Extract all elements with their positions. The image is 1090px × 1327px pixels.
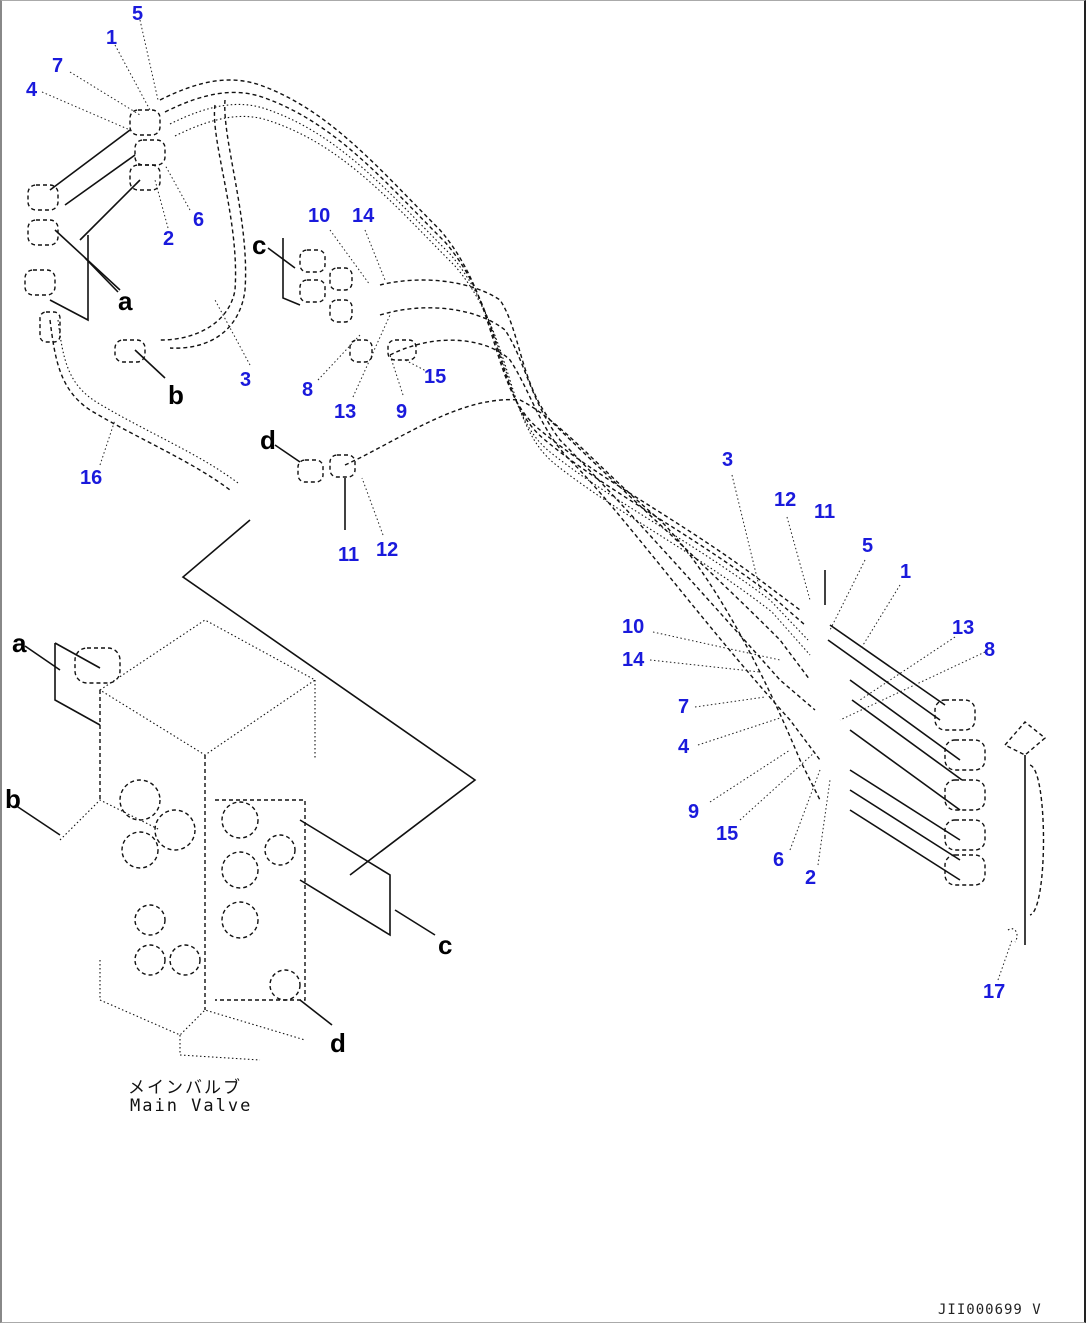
hose-bundle bbox=[159, 79, 821, 801]
main-valve bbox=[54, 619, 391, 1061]
ref-d-valve: d bbox=[330, 1028, 346, 1058]
hose-16 bbox=[49, 319, 231, 491]
callout-2[interactable]: 2 bbox=[163, 228, 175, 250]
callout-14-right[interactable]: 14 bbox=[622, 649, 645, 671]
callout-11[interactable]: 11 bbox=[338, 544, 360, 566]
ref-b-top: b bbox=[168, 380, 184, 410]
callout-15[interactable]: 15 bbox=[424, 366, 447, 388]
callout-7-right[interactable]: 7 bbox=[678, 696, 690, 718]
callout-13[interactable]: 13 bbox=[334, 401, 357, 423]
callout-5-right[interactable]: 5 bbox=[862, 535, 874, 557]
callout-10[interactable]: 10 bbox=[308, 205, 331, 227]
reference-arrows bbox=[14, 247, 436, 1026]
ref-c-top: c bbox=[252, 230, 267, 260]
callout-13-right[interactable]: 13 bbox=[952, 617, 975, 639]
right-hose-ends bbox=[824, 570, 986, 886]
callout-15-right[interactable]: 15 bbox=[716, 823, 739, 845]
callout-3-right[interactable]: 3 bbox=[722, 449, 734, 471]
callout-8-right[interactable]: 8 bbox=[984, 639, 996, 661]
callout-6[interactable]: 6 bbox=[193, 209, 205, 231]
callout-1[interactable]: 1 bbox=[106, 27, 118, 49]
callout-6-right[interactable]: 6 bbox=[773, 849, 785, 871]
hose-3-outline bbox=[169, 99, 247, 349]
callout-9[interactable]: 9 bbox=[396, 401, 408, 423]
callout-12[interactable]: 12 bbox=[376, 539, 399, 561]
ref-a-top: a bbox=[118, 286, 133, 316]
callout-12-right[interactable]: 12 bbox=[774, 489, 797, 511]
ref-c-valve: c bbox=[438, 930, 453, 960]
callout-10-right[interactable]: 10 bbox=[622, 616, 645, 638]
ref-b-valve: b bbox=[5, 784, 21, 814]
connector-line bbox=[181, 519, 477, 876]
caption-japanese: メインバルブ bbox=[128, 1078, 242, 1097]
manifold-17 bbox=[1003, 721, 1047, 945]
callout-8[interactable]: 8 bbox=[302, 379, 314, 401]
callout-16[interactable]: 16 bbox=[80, 467, 103, 489]
c-fittings bbox=[282, 238, 417, 530]
callout-4-right[interactable]: 4 bbox=[678, 736, 690, 758]
callout-14[interactable]: 14 bbox=[352, 205, 375, 227]
callout-4[interactable]: 4 bbox=[26, 79, 38, 101]
callout-5[interactable]: 5 bbox=[132, 3, 144, 25]
callout-11-right[interactable]: 11 bbox=[814, 501, 836, 523]
ref-a-valve: a bbox=[12, 628, 27, 658]
ref-d-top: d bbox=[260, 425, 276, 455]
drawing-id: JII000699 V bbox=[938, 1302, 1042, 1318]
caption-english: Main Valve bbox=[130, 1096, 253, 1116]
callout-3[interactable]: 3 bbox=[240, 369, 252, 391]
callout-1-right[interactable]: 1 bbox=[900, 561, 912, 583]
leader-lines bbox=[41, 19, 1013, 981]
callout-7[interactable]: 7 bbox=[52, 55, 64, 77]
callout-9-right[interactable]: 9 bbox=[688, 801, 700, 823]
callout-2-right[interactable]: 2 bbox=[805, 867, 817, 889]
left-fittings bbox=[24, 109, 166, 363]
callout-17[interactable]: 17 bbox=[983, 981, 1006, 1003]
hose-3 bbox=[159, 104, 237, 341]
